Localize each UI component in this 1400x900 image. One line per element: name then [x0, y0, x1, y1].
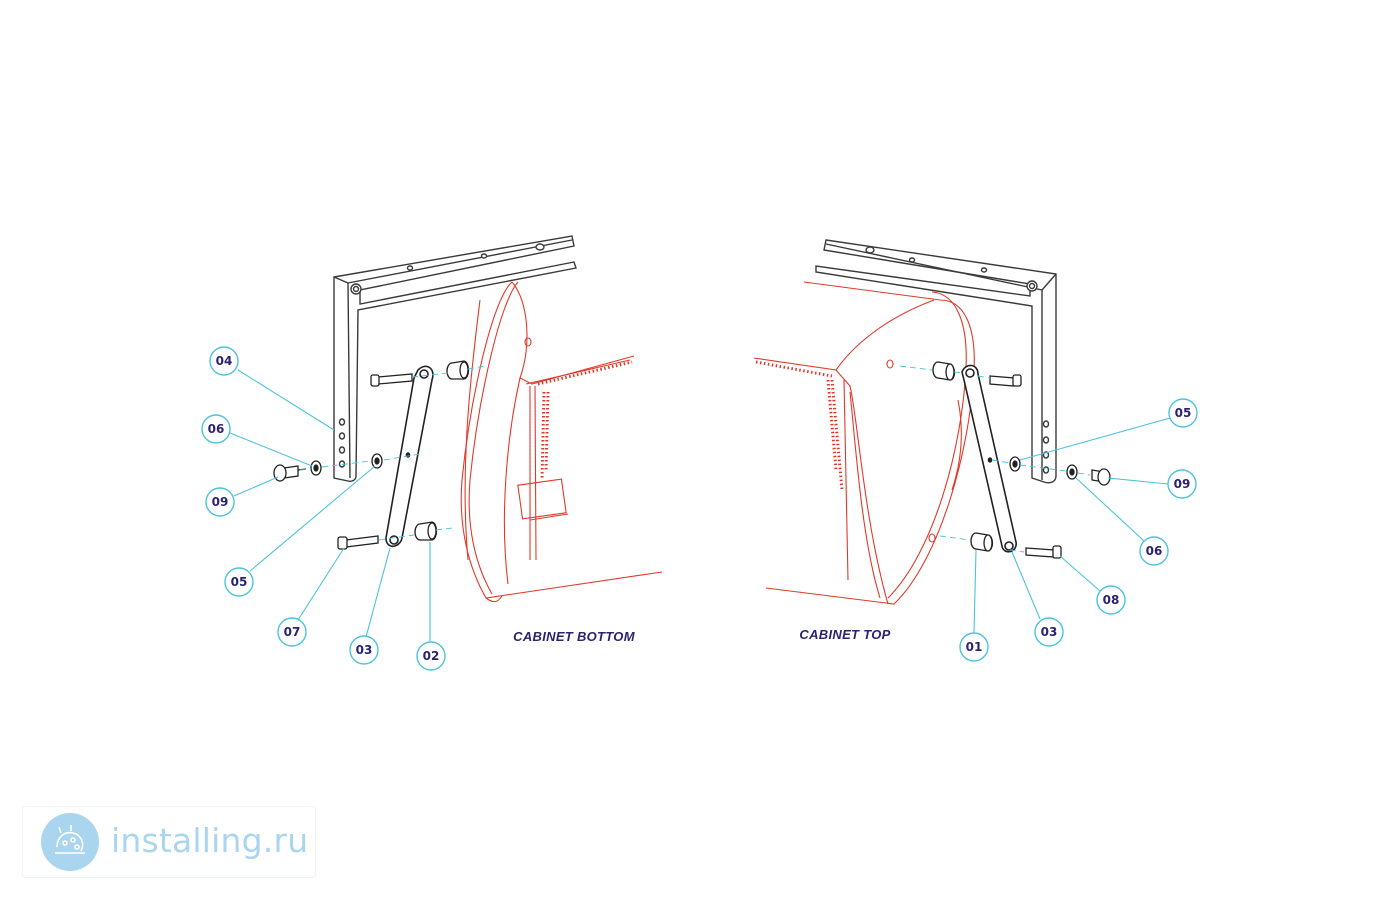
caption-cabinet-top: CABINET TOP — [799, 627, 890, 642]
left-assembly: 04 06 09 05 07 03 — [201, 235, 663, 671]
caption-cabinet-bottom: CABINET BOTTOM — [513, 629, 636, 644]
callout-03-right-label: 03 — [1041, 625, 1058, 639]
callout-02: 02 — [416, 641, 446, 671]
callout-05-label: 05 — [231, 575, 248, 589]
callout-09: 09 — [205, 487, 235, 517]
callout-01-right: 01 — [959, 632, 989, 662]
axis-lines-right — [899, 365, 1091, 553]
callout-08-right-label: 08 — [1103, 593, 1120, 607]
cabinet-top-outline — [753, 281, 975, 605]
leaders-right — [973, 417, 1171, 634]
callout-04-label: 04 — [216, 354, 233, 368]
callout-09-right: 09 — [1167, 469, 1197, 499]
callout-09-label: 09 — [212, 495, 229, 509]
callout-05: 05 — [224, 567, 254, 597]
callout-09-right-label: 09 — [1174, 477, 1191, 491]
watermark: installing.ru — [22, 806, 316, 878]
link-arm-left — [385, 365, 434, 548]
cabinet-bottom-outline — [460, 281, 663, 603]
callout-01-right-label: 01 — [966, 640, 983, 654]
watermark-text: installing.ru — [111, 821, 309, 860]
callout-08-right: 08 — [1096, 585, 1126, 615]
callout-06-right: 06 — [1139, 536, 1169, 566]
callout-06: 06 — [201, 414, 231, 444]
callout-06-right-label: 06 — [1146, 544, 1163, 558]
cabinet-top-grille — [755, 360, 844, 491]
hardware-right — [932, 361, 1111, 559]
callout-03: 03 — [349, 635, 379, 665]
right-assembly: 05 09 06 08 03 01 CABINET TO — [753, 239, 1198, 662]
link-arm-right — [961, 364, 1017, 553]
bracket-right — [815, 239, 1057, 484]
callout-02-label: 02 — [423, 649, 440, 663]
hardware-left — [273, 360, 470, 550]
callouts-left: 04 06 09 05 07 03 — [201, 346, 446, 671]
callout-05-right-label: 05 — [1175, 406, 1192, 420]
callout-03-right: 03 — [1034, 617, 1064, 647]
callout-07-label: 07 — [284, 625, 301, 639]
callout-04: 04 — [209, 346, 239, 376]
callout-06-label: 06 — [208, 422, 225, 436]
callout-03-label: 03 — [356, 643, 373, 657]
callout-05-right: 05 — [1168, 398, 1198, 428]
watermark-logo-icon — [41, 813, 99, 871]
callouts-right: 05 09 06 08 03 01 — [959, 398, 1198, 662]
leaders-left — [229, 369, 431, 641]
bracket-left — [333, 235, 577, 482]
callout-07: 07 — [277, 617, 307, 647]
cabinet-bottom-grille — [537, 360, 633, 481]
axis-lines-left — [299, 365, 485, 541]
